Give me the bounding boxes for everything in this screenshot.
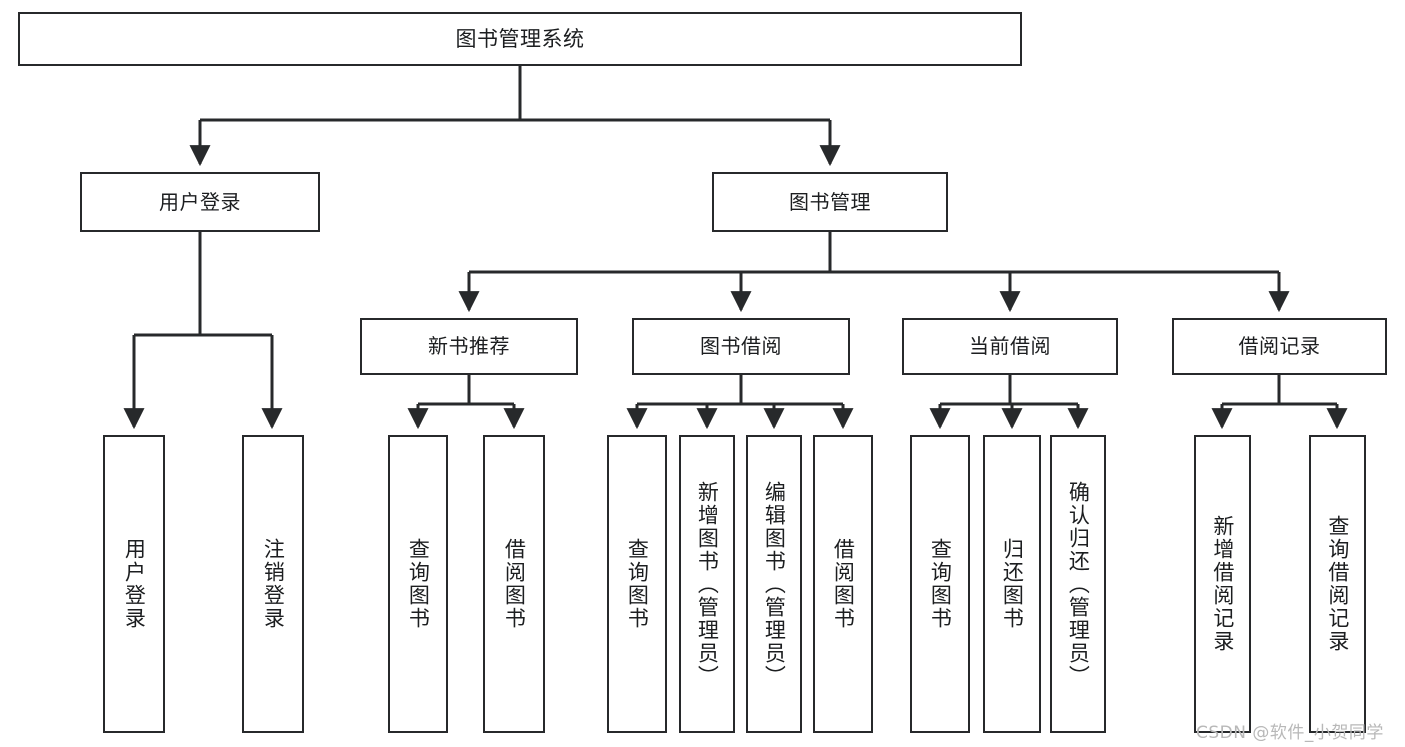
node-book-borrow-label: 图书借阅 <box>700 334 782 358</box>
node-leaf[interactable]: 用户登录 <box>103 435 165 733</box>
node-leaf[interactable]: 编辑图书（管理员） <box>746 435 802 733</box>
csdn-watermark: CSDN @软件_小贺同学 <box>1196 723 1384 743</box>
node-user-login-label: 用户登录 <box>159 189 241 214</box>
node-new-book-recommend-label: 新书推荐 <box>428 334 510 358</box>
node-leaf-label: 用户登录 <box>122 538 147 630</box>
node-leaf[interactable]: 新增借阅记录 <box>1194 435 1251 733</box>
node-root[interactable]: 图书管理系统 <box>18 12 1022 66</box>
node-new-book-recommend[interactable]: 新书推荐 <box>360 318 578 375</box>
node-root-label: 图书管理系统 <box>455 26 585 51</box>
node-leaf[interactable]: 确认归还（管理员） <box>1050 435 1106 733</box>
node-leaf[interactable]: 借阅图书 <box>483 435 545 733</box>
node-leaf-label: 注销登录 <box>261 538 286 630</box>
node-leaf[interactable]: 注销登录 <box>242 435 304 733</box>
node-leaf-label: 查询借阅记录 <box>1325 515 1350 653</box>
node-leaf[interactable]: 查询借阅记录 <box>1309 435 1366 733</box>
node-book-manage[interactable]: 图书管理 <box>712 172 948 232</box>
node-borrow-record[interactable]: 借阅记录 <box>1172 318 1387 375</box>
node-book-manage-label: 图书管理 <box>789 189 871 214</box>
node-leaf-label: 编辑图书（管理员） <box>762 480 787 688</box>
node-leaf[interactable]: 借阅图书 <box>813 435 873 733</box>
node-leaf[interactable]: 新增图书（管理员） <box>679 435 735 733</box>
node-borrow-record-label: 借阅记录 <box>1238 334 1321 358</box>
node-leaf[interactable]: 查询图书 <box>910 435 970 733</box>
node-user-login[interactable]: 用户登录 <box>80 172 320 232</box>
node-leaf[interactable]: 查询图书 <box>607 435 667 733</box>
node-leaf-label: 查询图书 <box>406 538 431 630</box>
node-leaf-label: 新增借阅记录 <box>1210 515 1235 653</box>
node-current-borrow-label: 当前借阅 <box>969 334 1051 358</box>
node-leaf[interactable]: 归还图书 <box>983 435 1041 733</box>
node-leaf-label: 归还图书 <box>1000 538 1025 630</box>
node-leaf-label: 查询图书 <box>625 538 650 630</box>
node-current-borrow[interactable]: 当前借阅 <box>902 318 1118 375</box>
node-leaf-label: 查询图书 <box>928 538 953 630</box>
node-leaf-label: 借阅图书 <box>831 538 856 630</box>
node-leaf[interactable]: 查询图书 <box>388 435 448 733</box>
node-leaf-label: 借阅图书 <box>502 538 527 630</box>
node-leaf-label: 新增图书（管理员） <box>695 480 720 688</box>
node-leaf-label: 确认归还（管理员） <box>1066 480 1091 688</box>
node-book-borrow[interactable]: 图书借阅 <box>632 318 850 375</box>
